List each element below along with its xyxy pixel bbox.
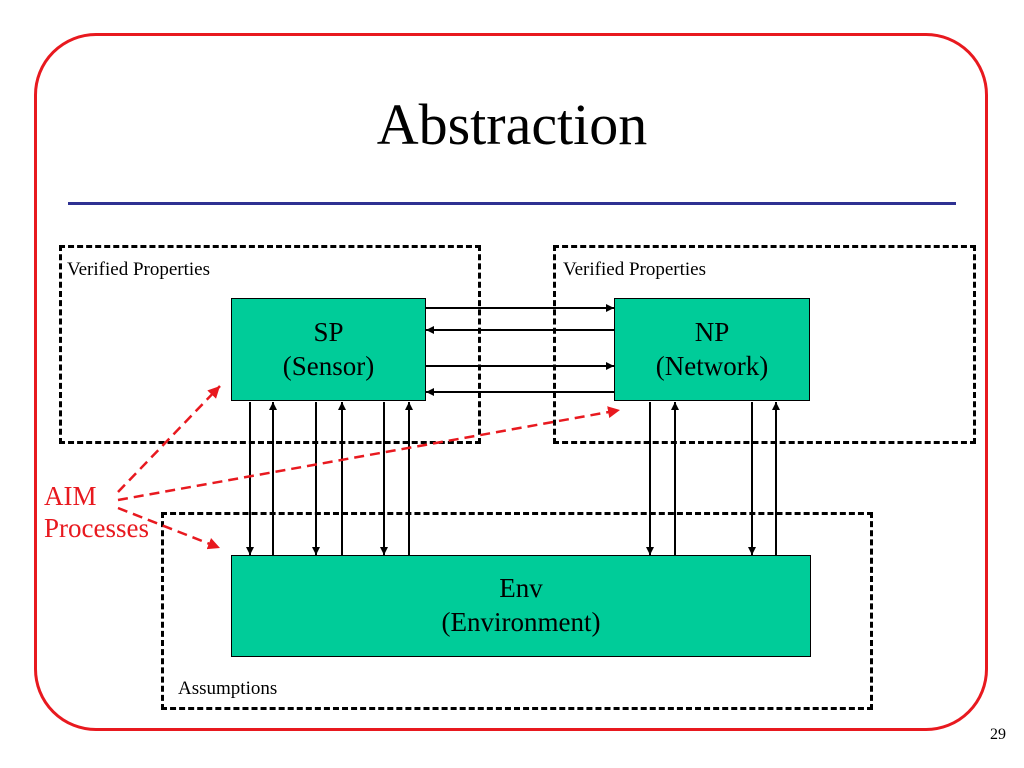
page-number: 29 xyxy=(990,726,1006,743)
aim-to-env-arrow xyxy=(117,506,221,550)
assumptions-label: Assumptions xyxy=(178,678,278,699)
sp-verified-label: Verified Properties xyxy=(67,259,210,280)
np-verified-label: Verified Properties xyxy=(563,259,706,280)
aim-label-line1: AIM xyxy=(44,481,97,511)
aim-processes-label: AIM Processes xyxy=(44,480,149,545)
sp-sensor-box: SP (Sensor) xyxy=(231,298,426,401)
aim-label-line2: Processes xyxy=(44,513,149,544)
aim-to-sp-arrow xyxy=(117,385,221,493)
sp-box-title: SP xyxy=(313,316,344,347)
sp-verified-region xyxy=(59,245,481,444)
title-underline xyxy=(68,202,956,205)
np-verified-region xyxy=(553,245,976,444)
aim-to-np-arrow xyxy=(117,406,621,502)
slide-title: Abstraction xyxy=(376,92,648,157)
slide-frame xyxy=(34,33,988,731)
np-network-box: NP (Network) xyxy=(614,298,810,401)
assumptions-region xyxy=(161,512,873,710)
env-environment-box: Env (Environment) xyxy=(231,555,811,657)
env-box-title: Env xyxy=(499,573,543,604)
np-box-subtitle: (Network) xyxy=(655,350,769,381)
np-box-title: NP xyxy=(694,316,730,347)
sp-box-subtitle: (Sensor) xyxy=(282,350,375,381)
env-box-subtitle: (Environment) xyxy=(441,607,601,637)
